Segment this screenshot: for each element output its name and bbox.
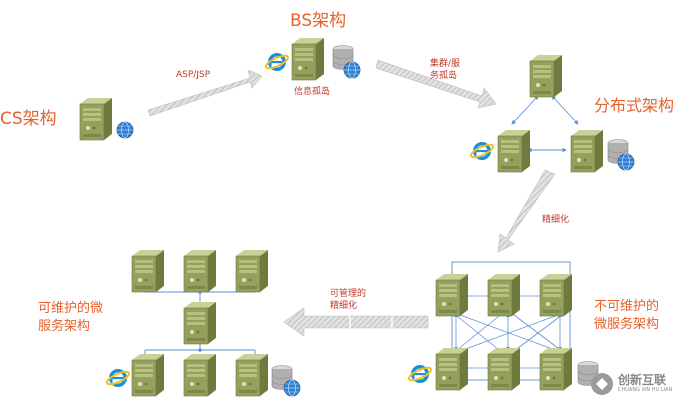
refine-label: 精细化 [542, 215, 570, 225]
arrow-distributed-to-microservices [497, 169, 556, 253]
bs-server-icon [291, 37, 325, 81]
unmaintainable-server-top-1-icon [435, 273, 469, 317]
info-island-label: 信息孤岛 [294, 87, 331, 97]
cluster-island-line1: 集群/服 [430, 59, 461, 69]
maintainable-server-top-3-icon [235, 249, 269, 293]
bs-browser-icon [263, 52, 291, 72]
unmaintainable-server-bottom-1-icon [435, 347, 469, 391]
maintainable-server-top-2-icon [183, 249, 217, 293]
distributed-connectors [511, 95, 579, 153]
distributed-server-left-icon [497, 129, 531, 173]
bs-globe-icon [343, 61, 361, 79]
arrow-cs-to-bs [147, 69, 263, 117]
cs-server-icon [79, 97, 113, 141]
distributed-server-top-icon [529, 54, 563, 98]
watermark-logo [591, 373, 613, 395]
unmaintainable-title-line2: 微服务架构 [594, 317, 660, 332]
unmaintainable-server-top-3-icon [539, 273, 573, 317]
managed-refine-line1: 可管理的 [330, 289, 367, 299]
managed-refine-label: 可管理的 精细化 [330, 288, 366, 312]
cs-title: CS架构 [0, 109, 57, 129]
cluster-island-line2: 务孤岛 [430, 71, 458, 81]
managed-refine-line2: 精细化 [330, 301, 358, 311]
unmaintainable-server-bottom-3-icon [539, 347, 573, 391]
arrow-bs-to-distributed [375, 59, 497, 109]
cluster-island-label: 集群/服 务孤岛 [430, 58, 460, 82]
cs-globe-icon [116, 121, 134, 139]
watermark-subtext: CHUANG XIN HU LIAN [618, 387, 673, 393]
maintainable-title-line2: 服务架构 [38, 319, 91, 334]
maintainable-server-center-icon [183, 301, 217, 345]
distributed-browser-icon [468, 141, 496, 161]
maintainable-title-line1: 可维护的微 [38, 301, 104, 316]
watermark-text: 创新互联 CHUANG XIN HU LIAN [618, 373, 672, 394]
bs-title: BS架构 [290, 11, 347, 31]
watermark-brand: 创新互联 [618, 373, 667, 387]
distributed-globe-icon [617, 153, 635, 171]
unmaintainable-server-top-2-icon [487, 273, 521, 317]
maintainable-server-top-1-icon [131, 249, 165, 293]
unmaintainable-title-line1: 不可维护的 [594, 299, 660, 314]
unmaintainable-title: 不可维护的 微服务架构 [594, 298, 659, 334]
arrow-unmaintainable-to-maintainable [283, 307, 429, 337]
distributed-title: 分布式架构 [594, 96, 675, 115]
maintainable-globe-icon [283, 379, 301, 397]
maintainable-browser-icon [104, 368, 132, 388]
asp-jsp-label: ASP/JSP [176, 70, 211, 80]
distributed-server-right-icon [570, 129, 604, 173]
unmaintainable-browser-icon [406, 364, 434, 384]
unmaintainable-server-bottom-2-icon [487, 347, 521, 391]
maintainable-title: 可维护的微 服务架构 [38, 300, 103, 336]
maintainable-server-bottom-1-icon [131, 353, 165, 397]
maintainable-server-bottom-2-icon [183, 353, 217, 397]
maintainable-server-bottom-3-icon [235, 353, 269, 397]
unmaintainable-connectors [451, 261, 571, 381]
